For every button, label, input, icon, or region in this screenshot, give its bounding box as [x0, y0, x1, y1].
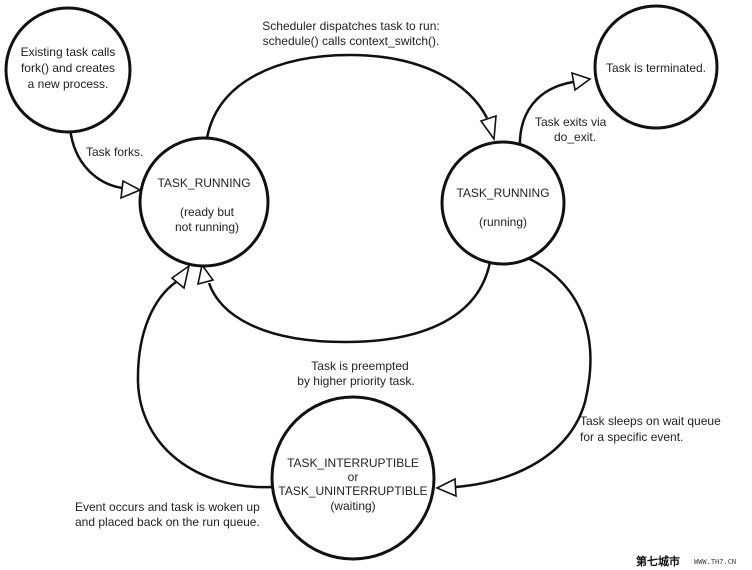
arrowhead-preempt — [196, 263, 215, 286]
node-running-circle — [440, 140, 566, 266]
running-ready-sub-1: (ready but — [180, 205, 235, 219]
edge-preempt-label-2: by higher priority task. — [297, 374, 414, 388]
waiting-line-3: TASK_UNINTERRUPTIBLE — [278, 484, 427, 498]
watermark-site: WWW.TH7.CN — [694, 558, 736, 566]
watermark-logo: 第七城市 — [636, 554, 680, 568]
edge-dispatch-label-2: schedule() calls context_switch(). — [263, 34, 440, 48]
fork-task-line-2: fork() and creates — [21, 61, 115, 75]
running-ready-state: TASK_RUNNING — [157, 176, 250, 190]
edge-exit-label-1: Task exits via — [535, 115, 607, 129]
edge-wake-label-1: Event occurs and task is woken up — [75, 500, 260, 514]
running-state: TASK_RUNNING — [456, 186, 549, 200]
edge-exit-label-2: do_exit. — [554, 130, 596, 144]
edge-fork — [68, 127, 123, 190]
arrowhead-exit — [570, 71, 592, 92]
edge-sleep-label-1: Task sleeps on wait queue — [580, 414, 721, 428]
arrowhead-fork — [120, 179, 142, 200]
terminated-line-1: Task is terminated. — [606, 61, 706, 75]
arrowhead-sleep — [435, 477, 457, 498]
waiting-line-4: (waiting) — [330, 499, 375, 513]
node-running: TASK_RUNNING (running) — [440, 140, 566, 266]
edge-preempt-label-1: Task is preempted — [311, 359, 408, 373]
node-running-ready: TASK_RUNNING (ready but not running) — [138, 136, 270, 268]
waiting-line-1: TASK_INTERRUPTIBLE — [287, 456, 419, 470]
fork-task-line-1: Existing task calls — [21, 45, 116, 59]
arrowhead-wake — [170, 264, 191, 290]
edge-fork-label: Task forks. — [86, 145, 143, 159]
edge-sleep-label-2: for a specific event. — [580, 430, 683, 444]
edge-preempt — [207, 261, 492, 344]
running-sub-1: (running) — [479, 215, 527, 229]
edge-dispatch-label-1: Scheduler dispatches task to run: — [262, 19, 439, 33]
node-terminated-circle — [593, 4, 719, 130]
running-ready-sub-2: not running) — [175, 220, 239, 234]
edge-wake — [136, 280, 273, 489]
edge-wake-label-2: and placed back on the run queue. — [75, 515, 260, 529]
node-fork-task: Existing task calls fork() and creates a… — [4, 6, 132, 134]
node-terminated: Task is terminated. — [593, 4, 719, 130]
arrowhead-dispatch — [479, 114, 497, 142]
node-waiting-circle — [270, 395, 436, 561]
edge-exit — [518, 80, 574, 151]
waiting-line-2: or — [348, 470, 359, 484]
edge-dispatch — [205, 53, 489, 139]
edge-sleep — [455, 253, 592, 489]
node-waiting: TASK_INTERRUPTIBLE or TASK_UNINTERRUPTIB… — [270, 395, 436, 561]
fork-task-line-3: a new process. — [28, 77, 109, 91]
node-fork-task-circle — [4, 6, 132, 134]
node-running-ready-circle — [138, 136, 270, 268]
